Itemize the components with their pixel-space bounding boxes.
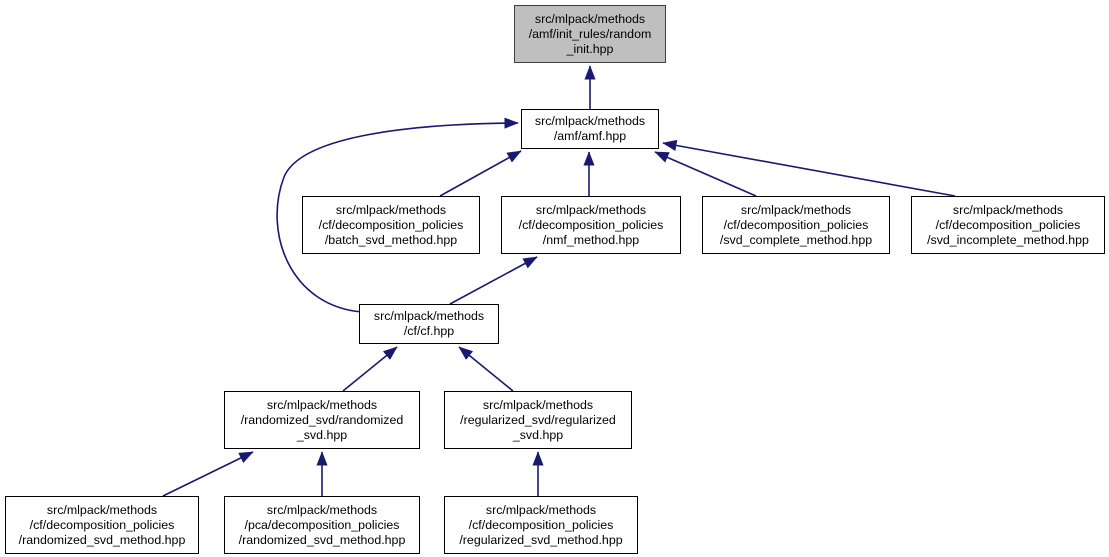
node-batch-svd-method-hpp[interactable]: src/mlpack/methods /cf/decomposition_pol… [302,196,480,254]
node-label: src/mlpack/methods /cf/decomposition_pol… [318,202,464,247]
edge-svd-complete-to-amf [654,151,757,197]
node-label: src/mlpack/methods /regularized_svd/regu… [460,397,616,442]
edge-regularized-svd-to-cf [458,346,514,392]
node-label: src/mlpack/methods /cf/decomposition_pol… [719,202,873,247]
node-label: src/mlpack/methods /cf/cf.hpp [373,309,485,338]
node-svd-complete-method-hpp[interactable]: src/mlpack/methods /cf/decomposition_pol… [702,196,890,254]
node-cf-regularized-svd-method-hpp[interactable]: src/mlpack/methods /cf/decomposition_pol… [444,496,638,554]
node-random-init-hpp[interactable]: src/mlpack/methods /amf/init_rules/rando… [514,5,666,63]
edge-cf-to-nmf [449,256,538,305]
node-svd-incomplete-method-hpp[interactable]: src/mlpack/methods /cf/decomposition_pol… [911,196,1105,254]
node-pca-randomized-svd-method-hpp[interactable]: src/mlpack/methods /pca/decomposition_po… [224,496,420,554]
node-cf-hpp[interactable]: src/mlpack/methods /cf/cf.hpp [359,304,499,344]
edge-batch-svd-to-amf [439,150,522,197]
node-label: src/mlpack/methods /amf/amf.hpp [534,114,646,143]
node-amf-hpp[interactable]: src/mlpack/methods /amf/amf.hpp [521,109,659,149]
edge-cf-randomized-method-to-randomized-svd [162,451,254,497]
node-randomized-svd-hpp[interactable]: src/mlpack/methods /randomized_svd/rando… [224,391,420,449]
node-label: src/mlpack/methods /cf/decomposition_pol… [518,202,664,247]
node-label: src/mlpack/methods /cf/decomposition_pol… [18,502,186,547]
node-label: src/mlpack/methods /cf/decomposition_pol… [459,502,623,547]
node-label: src/mlpack/methods /pca/decomposition_po… [238,502,406,547]
node-cf-randomized-svd-method-hpp[interactable]: src/mlpack/methods /cf/decomposition_pol… [5,496,199,554]
edge-cf-to-amf [276,117,519,313]
node-label: src/mlpack/methods /randomized_svd/rando… [240,397,404,442]
edge-randomized-svd-to-cf [342,346,398,392]
node-nmf-method-hpp[interactable]: src/mlpack/methods /cf/decomposition_pol… [501,196,681,254]
node-label: src/mlpack/methods /cf/decomposition_pol… [927,202,1089,247]
node-label: src/mlpack/methods /amf/init_rules/rando… [528,11,652,56]
node-regularized-svd-hpp[interactable]: src/mlpack/methods /regularized_svd/regu… [444,391,632,449]
edge-svd-incomplete-to-amf [662,139,956,197]
